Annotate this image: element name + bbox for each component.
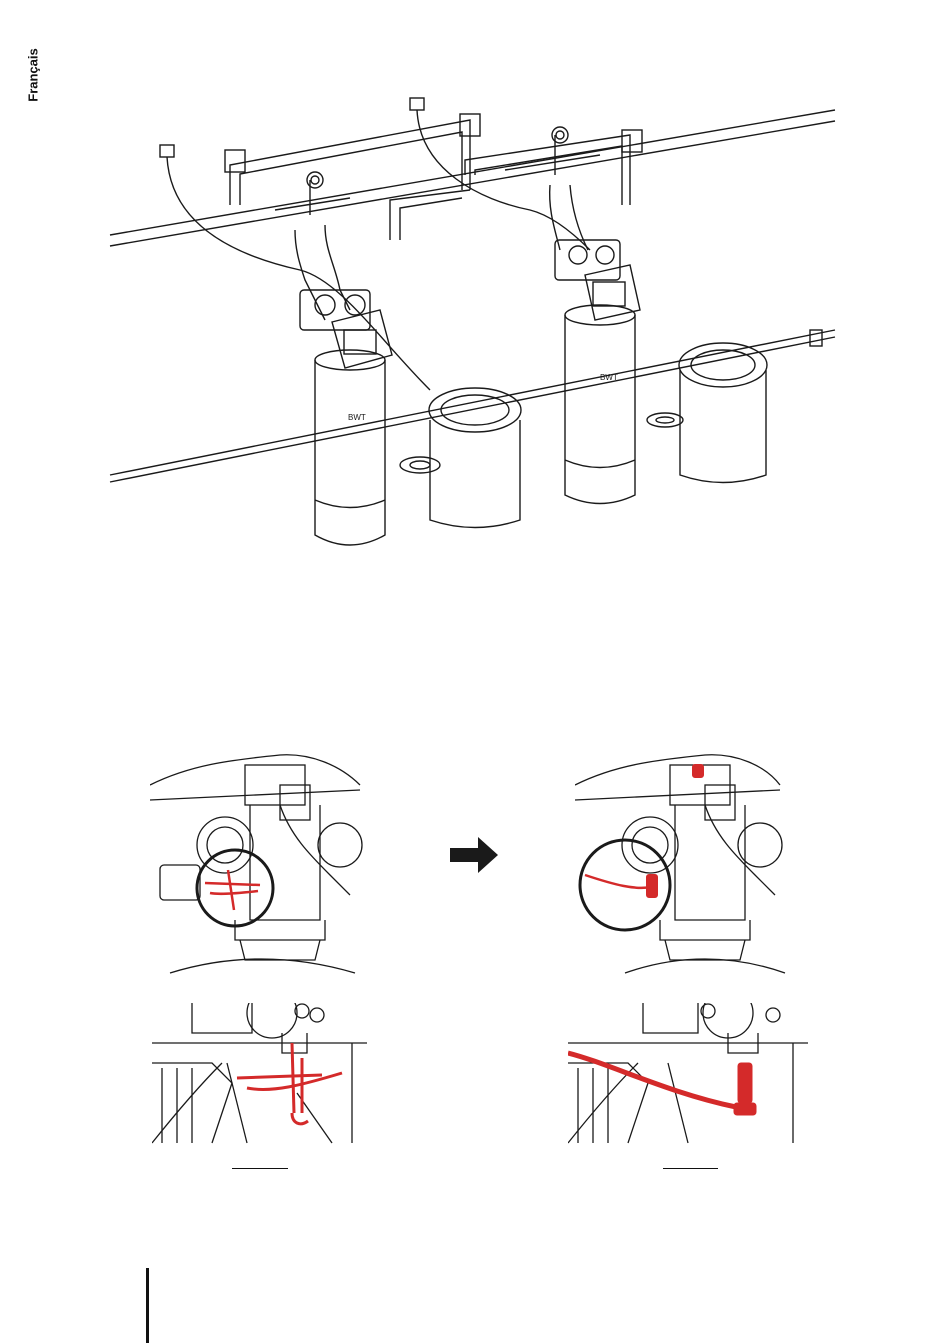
brand-mark-right: BWT (600, 373, 618, 382)
drain-hose-detail-after-figure (568, 1003, 808, 1148)
brand-mark-left: BWT (348, 413, 366, 422)
caption-underline-right (663, 1168, 718, 1169)
caption-underline-left (232, 1168, 288, 1169)
drain-hose-detail-before-figure (152, 1003, 367, 1148)
language-label-text: Français (26, 48, 41, 101)
control-valve-after-figure (575, 745, 790, 975)
right-arrow-icon (450, 835, 500, 875)
margin-rule (146, 1268, 149, 1343)
language-side-label: Français (20, 40, 46, 110)
control-valve-before-figure (150, 745, 370, 975)
dual-softener-installation-figure: BWT BWT (100, 90, 845, 555)
